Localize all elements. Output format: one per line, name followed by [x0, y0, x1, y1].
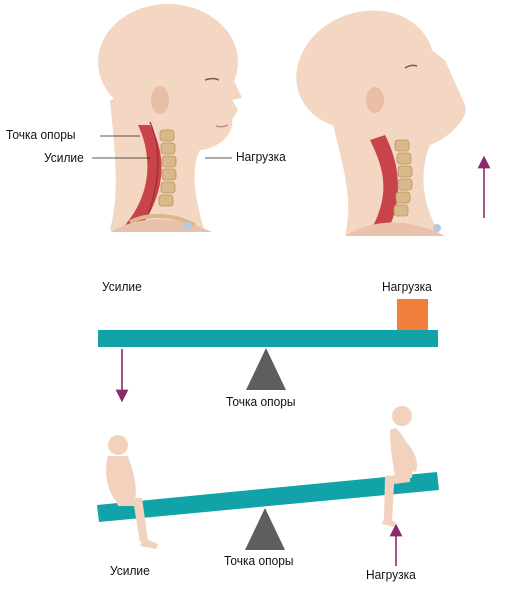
seated-figure-load	[382, 406, 418, 527]
seesaw-beam	[97, 472, 439, 522]
head-effort-label: Усилие	[44, 150, 84, 165]
seated-figure-effort	[106, 435, 158, 549]
lever-fulcrum-triangle	[246, 348, 286, 390]
head-neutral-illustration	[98, 4, 242, 232]
seesaw-fulcrum-triangle	[245, 508, 285, 550]
head-tilted-illustration	[296, 10, 466, 236]
seesaw-load-label: Нагрузка	[366, 567, 416, 582]
seesaw-fulcrum-label: Точка опоры	[224, 553, 294, 568]
lever-fulcrum-label: Точка опоры	[226, 394, 296, 409]
lever-load-label: Нагрузка	[382, 279, 432, 294]
head-fulcrum-label: Точка опоры	[6, 127, 76, 142]
load-box	[397, 299, 428, 330]
seesaw-effort-label: Усилие	[110, 563, 150, 578]
lever-effort-label: Усилие	[102, 279, 142, 294]
head-load-label: Нагрузка	[236, 149, 286, 164]
lever-beam	[98, 330, 438, 347]
